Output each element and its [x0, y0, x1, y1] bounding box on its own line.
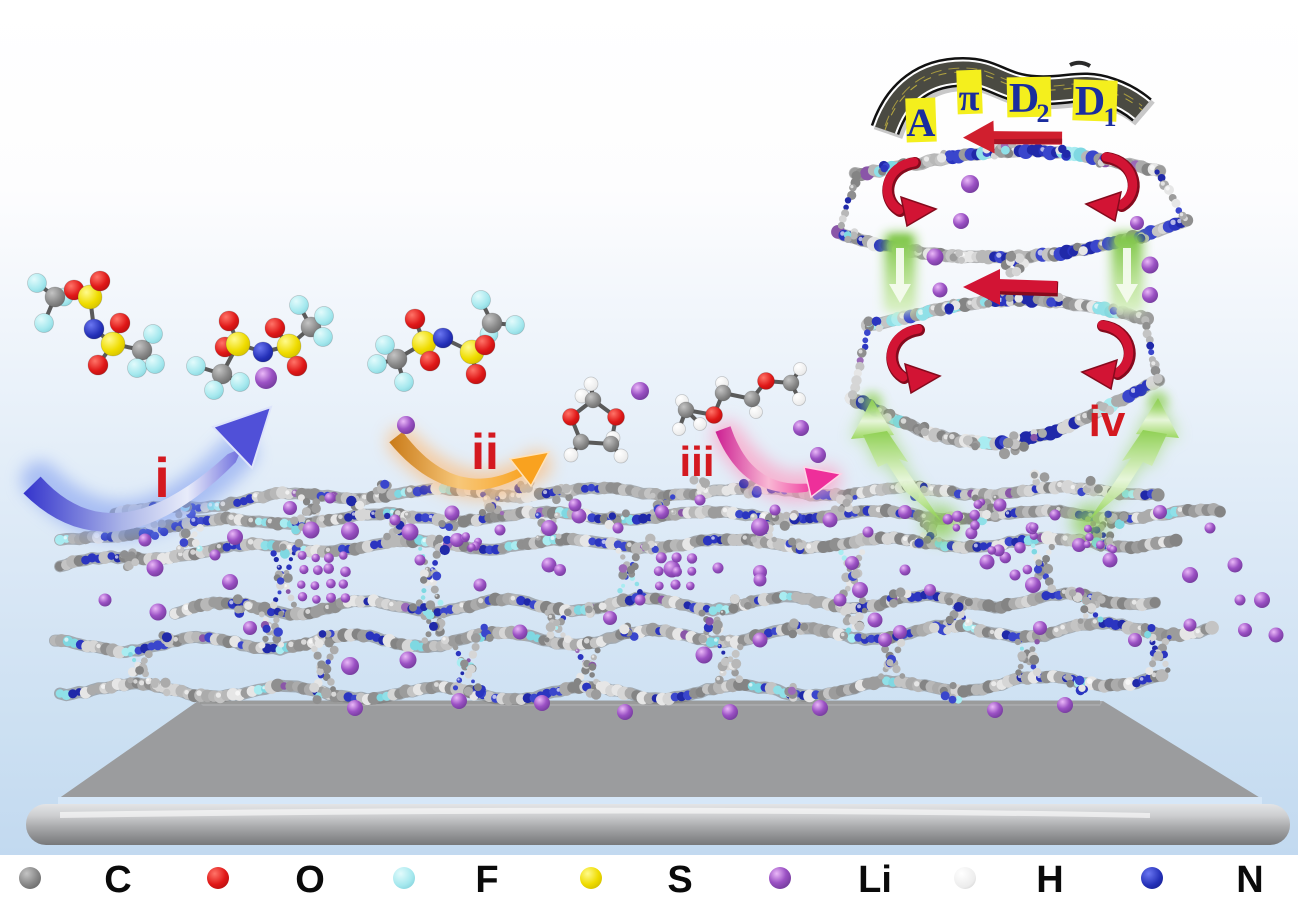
svg-text:iv: iv — [1089, 397, 1126, 446]
svg-text:ii: ii — [471, 424, 499, 480]
svg-text:H: H — [1036, 859, 1063, 901]
svg-text:D: D — [1009, 76, 1039, 122]
svg-text:O: O — [295, 859, 325, 901]
svg-text:iii: iii — [679, 438, 714, 485]
svg-text:π: π — [959, 77, 980, 119]
svg-text:N: N — [1236, 859, 1263, 901]
svg-text:A: A — [907, 100, 936, 145]
svg-text:2: 2 — [1037, 99, 1050, 128]
svg-text:1: 1 — [1104, 103, 1117, 132]
svg-text:F: F — [475, 859, 498, 901]
svg-text:D: D — [1075, 79, 1105, 125]
svg-text:C: C — [104, 859, 131, 901]
svg-text:Li: Li — [858, 859, 892, 901]
svg-text:S: S — [667, 859, 692, 901]
svg-text:i: i — [154, 446, 170, 509]
